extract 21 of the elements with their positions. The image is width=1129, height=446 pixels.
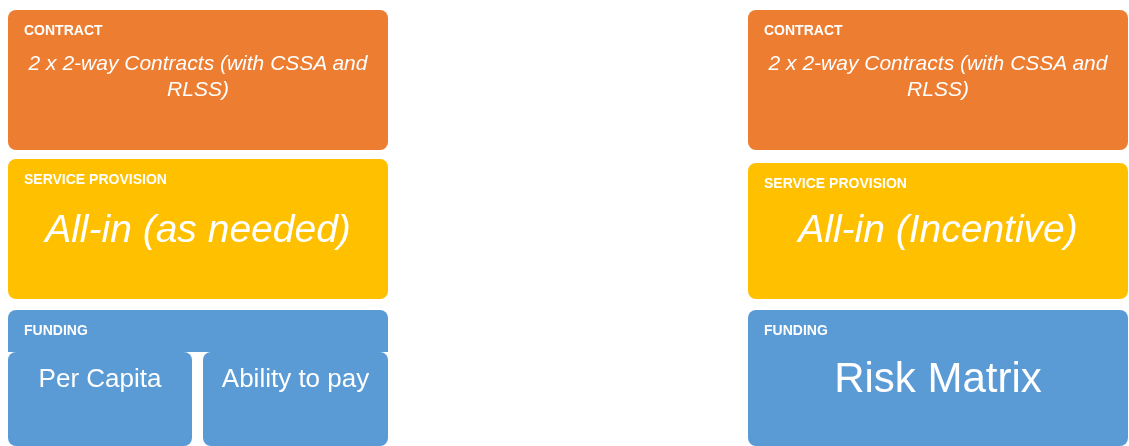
contract-box xyxy=(8,10,388,150)
section-text: All-in (Incentive) xyxy=(798,206,1078,252)
section-heading: SERVICE PROVISION xyxy=(764,175,907,191)
section-heading: SERVICE PROVISION xyxy=(24,171,167,187)
section-heading: CONTRACT xyxy=(24,22,103,38)
funding-panel xyxy=(8,310,388,446)
section-text: All-in (as needed) xyxy=(45,206,351,252)
section-heading: FUNDING xyxy=(764,322,828,338)
service-provision-box xyxy=(8,159,388,299)
contract-box xyxy=(748,10,1128,150)
funding-box xyxy=(748,310,1128,446)
funding-option-box xyxy=(8,352,192,446)
section-text: 2 x 2-way Contracts (with CSSA and RLSS) xyxy=(767,50,1109,103)
section-text: Per Capita xyxy=(38,362,162,395)
service-provision-box xyxy=(748,163,1128,299)
section-heading: CONTRACT xyxy=(764,22,843,38)
section-heading: FUNDING xyxy=(24,322,88,338)
funding-option-box xyxy=(203,352,388,446)
section-text: Risk Matrix xyxy=(834,353,1042,403)
section-text: Ability to pay xyxy=(221,362,370,395)
section-text: 2 x 2-way Contracts (with CSSA and RLSS) xyxy=(27,50,369,103)
